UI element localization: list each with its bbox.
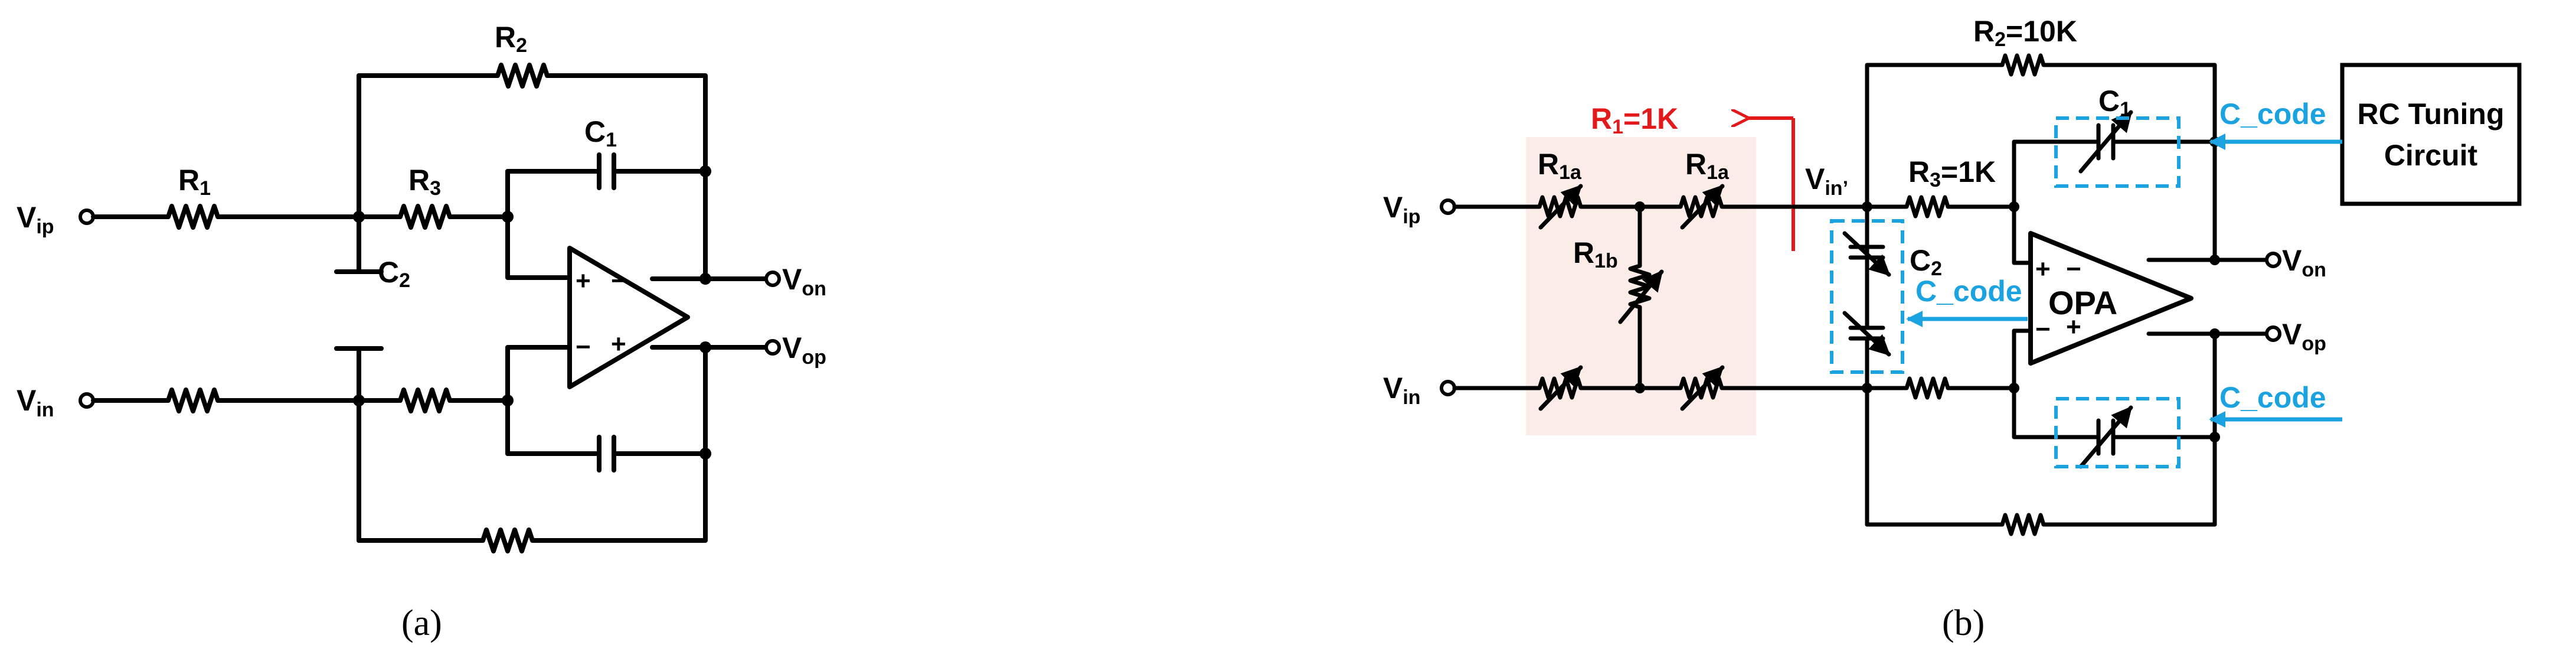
r1b-label: R1b	[1573, 236, 1618, 272]
junction-dot	[502, 211, 514, 223]
bottom-input-resistor	[91, 387, 361, 413]
r1a-right-label: R1a	[1685, 148, 1730, 184]
tunable-arrow	[1680, 365, 1725, 411]
r1-resistor	[91, 204, 361, 230]
bottom-cap-tuning-box	[2054, 397, 2181, 468]
tunable-arrow	[2078, 405, 2133, 469]
junction-dot	[699, 341, 711, 353]
tunable-arrow	[1538, 184, 1583, 230]
vip-label: Vip	[17, 201, 54, 238]
c1-tuning-box	[2054, 116, 2181, 188]
c2-label-b: C2	[1910, 244, 1942, 280]
c-code-label-c2: C_code	[1915, 275, 2022, 308]
vop-terminal-b	[2265, 325, 2281, 342]
von-label: Von	[782, 263, 826, 300]
r1a-left-label: R1a	[1538, 148, 1582, 184]
opamp-b-minus-bottom: −	[2035, 315, 2051, 344]
junction-dot	[699, 273, 711, 285]
junction-dot	[2209, 328, 2220, 339]
r3-resistor	[357, 204, 510, 230]
tunable-arrow	[1618, 269, 1664, 324]
r1a-resistors-top	[1452, 195, 1796, 219]
junction-dot	[2209, 255, 2220, 265]
junction-dot	[353, 395, 365, 406]
junction-dot	[699, 448, 711, 460]
opamp-a-plus-top: +	[576, 266, 591, 295]
opamp-b-minus-top: −	[2066, 255, 2081, 284]
bottom-r3-resistor	[357, 387, 510, 413]
bottom-feedback-resistor	[357, 469, 708, 553]
rc-tuning-line2: Circuit	[2384, 139, 2478, 172]
c2-label: C2	[378, 256, 410, 292]
opamp-a-plus-bottom: +	[611, 330, 626, 359]
rc-tuning-line1: RC Tuning	[2358, 97, 2505, 131]
bottom-feedback-resistor-b	[1865, 331, 2217, 536]
vin-label: Vin	[17, 384, 54, 421]
tunable-arrow	[1842, 231, 1891, 277]
junction-dot	[2209, 432, 2220, 442]
vop-label-b: Vop	[2282, 318, 2326, 355]
tunable-arrow	[1842, 311, 1891, 357]
junction-dot	[353, 211, 365, 223]
panel-b: R1=1K	[1383, 15, 2522, 643]
r1-label: R1	[178, 164, 211, 200]
amp-plus-input-wire	[505, 169, 572, 280]
junction-dot	[2009, 383, 2019, 393]
opamp-b-plus-bottom: +	[2066, 312, 2081, 341]
junction-dot	[1634, 383, 1645, 393]
r1-total-label: R1=1K	[1591, 102, 1678, 138]
vop-label: Vop	[782, 331, 826, 369]
r2-label: R2	[495, 21, 527, 57]
tunable-arrow	[2078, 110, 2133, 174]
opamp-b-plus-top: +	[2035, 255, 2051, 284]
caption-a: (a)	[401, 603, 442, 643]
amp-minus-input-wire	[505, 345, 572, 456]
c1-wires-b	[2012, 139, 2217, 209]
opamp-b-name: OPA	[2048, 284, 2117, 321]
opamp-a-minus-bottom: −	[576, 333, 591, 361]
r3-label: R3	[408, 164, 441, 200]
opamp-a	[567, 246, 690, 389]
caption-b: (b)	[1942, 603, 1985, 643]
r2-resistor	[357, 63, 708, 174]
vop-terminal	[764, 339, 781, 356]
vin-prime-label: Vin’	[1805, 162, 1848, 200]
von-terminal	[764, 271, 781, 287]
vin-label-b: Vin	[1383, 372, 1421, 409]
r3-label-b: R3=1K	[1908, 155, 1996, 191]
c1-label: C1	[584, 115, 617, 151]
von-terminal-b	[2265, 252, 2281, 268]
r1a-resistors-bottom	[1452, 376, 1882, 400]
r3-resistor-b	[1865, 195, 2016, 219]
tunable-arrow	[1680, 184, 1725, 230]
vip-label-b: Vip	[1383, 191, 1421, 228]
rc-tuning-circuit-block	[2340, 63, 2522, 206]
c1-label-b: C1	[2098, 84, 2131, 120]
junction-dot	[1634, 201, 1645, 212]
r2-label-b: R2=10K	[1973, 15, 2077, 51]
junction-dot	[2009, 201, 2019, 212]
von-label-b: Von	[2282, 244, 2326, 281]
c-code-label-bottom: C_code	[2219, 381, 2326, 414]
junction-dot	[502, 395, 514, 406]
c-code-label-c1: C_code	[2219, 97, 2326, 131]
c2-tuning-box	[1830, 219, 1904, 374]
junction-dot	[699, 165, 711, 177]
bottom-r3-resistor-b	[1878, 376, 2016, 400]
panel-a: + − − + Vip Vin Von Vop R1 R2 R3 C1 C2 (…	[17, 21, 826, 643]
bottom-cap-wires-b	[2012, 386, 2217, 439]
r2-resistor-b	[1865, 53, 2217, 262]
opamp-a-minus-top: −	[611, 266, 626, 295]
von-wire	[650, 169, 769, 281]
opamp-b	[2028, 231, 2193, 366]
tunable-arrow	[1538, 365, 1583, 411]
